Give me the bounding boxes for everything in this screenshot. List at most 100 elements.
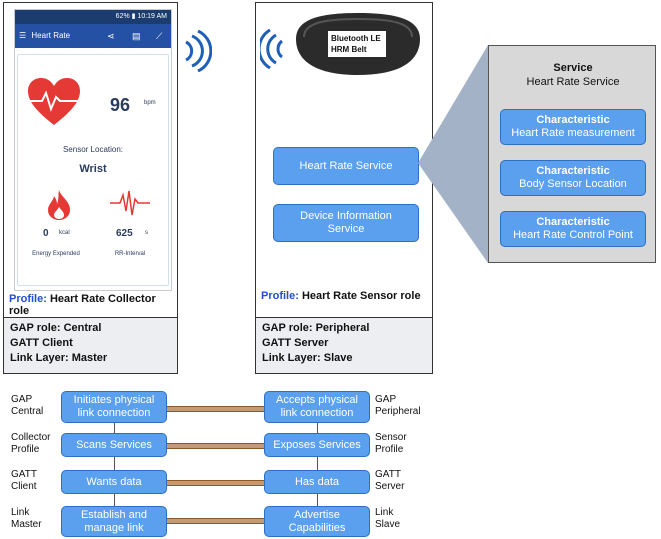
device-information-service-label: Device Information Service — [300, 210, 392, 235]
share-icon[interactable]: ⋖ — [107, 31, 115, 41]
heart-rate-card: 96 bpm Sensor Location: Wrist 0 kcal Ene… — [17, 54, 169, 286]
rr-label: RR-Interval — [114, 251, 146, 257]
profile-value: Heart Rate Collector role — [9, 293, 156, 317]
rr-value: 625 — [116, 228, 133, 239]
wireless-signal-icon — [185, 30, 212, 72]
exposes-services-box[interactable]: Exposes Services — [264, 433, 370, 457]
sensor-location-value: Wrist — [79, 163, 107, 175]
service-subtitle: Heart Rate Service — [526, 76, 620, 88]
collector-footer: GAP role: Central GATT Client Link Layer… — [3, 317, 178, 374]
box-label: Exposes Services — [273, 438, 361, 451]
profile-value: Heart Rate Sensor role — [301, 290, 421, 302]
collector-profile-label: Collector Profile — [11, 432, 50, 456]
has-data-box[interactable]: Has data — [264, 470, 370, 494]
phone-screenshot: 62% ▮ 10:19 AM ☰ Heart Rate ⋖ ▤ ⟋ 96 bpm… — [14, 9, 172, 291]
label-line: Collector — [11, 432, 51, 443]
label-line: Peripheral — [375, 406, 421, 417]
advertise-capabilities-box[interactable]: Advertise Capabilities — [264, 506, 370, 537]
establish-manage-link-box[interactable]: Establish and manage link — [61, 506, 167, 537]
energy-value: 0 — [43, 228, 49, 239]
box-label: Advertise Capabilities — [288, 508, 346, 534]
profile-key: Profile: — [9, 293, 47, 305]
gap-role: GAP role: Peripheral — [262, 322, 370, 334]
device-label: Bluetooth LE HRM Belt — [328, 31, 386, 57]
app-title: Heart Rate — [31, 31, 71, 40]
label-line: Server — [375, 481, 405, 492]
service-zoom-wedge — [418, 45, 488, 263]
profile-key: Profile: — [261, 290, 299, 302]
link-layer-role: Link Layer: Slave — [262, 352, 353, 364]
label-line: GAP — [11, 394, 33, 405]
device-information-service-box[interactable]: Device Information Service — [273, 204, 419, 242]
label-line: GATT — [11, 469, 37, 480]
sensor-profile: Profile: Heart Rate Sensor role — [261, 290, 421, 302]
service-title: Service — [553, 62, 593, 74]
label-line: Client — [11, 481, 37, 492]
heart-icon — [26, 78, 82, 125]
characteristic-heading: Characteristic — [536, 216, 610, 228]
box-label: Establish and manage link — [80, 508, 148, 534]
gap-role: GAP role: Central — [10, 322, 102, 334]
flame-icon — [48, 190, 70, 220]
energy-unit: kcal — [59, 230, 70, 236]
rr-wave-icon — [110, 190, 150, 216]
gatt-link-bar — [167, 480, 264, 486]
label-line: Profile — [11, 444, 40, 455]
graph-icon[interactable]: ⟋ — [156, 31, 163, 41]
gap-peripheral-label: GAP Peripheral — [375, 394, 421, 418]
characteristic-body-sensor-location[interactable]: Characteristic Body Sensor Location — [500, 160, 646, 196]
label-line: GATT — [375, 469, 401, 480]
characteristic-name: Body Sensor Location — [519, 178, 627, 190]
wants-data-box[interactable]: Wants data — [61, 470, 167, 494]
box-label: Has data — [294, 475, 340, 488]
gatt-client-label: GATT Client — [11, 469, 37, 493]
link-master-label: Link Master — [11, 507, 42, 531]
gap-central-label: GAP Central — [11, 394, 43, 418]
label-line: Link — [375, 507, 394, 518]
rr-unit: s — [145, 230, 148, 236]
box-label: Initiates physical link connection — [73, 394, 155, 419]
characteristic-heart-rate-measurement[interactable]: Characteristic Heart Rate measurement — [500, 109, 646, 145]
accepts-connection-box[interactable]: Accepts physical link connection — [264, 391, 370, 423]
label-line: Central — [11, 406, 44, 417]
sensor-footer: GAP role: Peripheral GATT Server Link La… — [255, 317, 433, 374]
initiates-connection-box[interactable]: Initiates physical link connection — [61, 391, 167, 423]
label-line: Slave — [375, 519, 401, 530]
phone-status-bar: 62% ▮ 10:19 AM — [15, 10, 171, 24]
link-slave-label: Link Slave — [375, 507, 400, 531]
device-label-line2: HRM Belt — [331, 45, 367, 54]
device-label-line1: Bluetooth LE — [331, 34, 381, 43]
heart-rate-value: 96 — [110, 95, 131, 115]
characteristic-heart-rate-control-point[interactable]: Characteristic Heart Rate Control Point — [500, 211, 646, 247]
app-bar: ☰ Heart Rate — [15, 24, 171, 48]
box-label: Accepts physical link connection — [276, 394, 358, 419]
heart-rate-service-box[interactable]: Heart Rate Service — [273, 147, 419, 185]
right-column-connector — [317, 420, 318, 508]
label-line: GAP — [375, 394, 397, 405]
link-layer-bar — [167, 518, 264, 524]
heart-rate-service-label: Heart Rate Service — [299, 159, 393, 172]
characteristic-heading: Characteristic — [536, 165, 610, 177]
bpm-unit: bpm — [144, 100, 156, 106]
energy-label: Energy Expended — [32, 251, 80, 257]
box-label: Wants data — [86, 475, 142, 488]
collector-profile: Profile: Heart Rate Collector role — [9, 293, 177, 317]
wireless-signal-icon — [260, 29, 284, 69]
log-icon[interactable]: ▤ — [132, 31, 141, 41]
label-line: Master — [11, 519, 42, 530]
collector-panel: 62% ▮ 10:19 AM ☰ Heart Rate ⋖ ▤ ⟋ 96 bpm… — [3, 2, 178, 318]
left-column-connector — [114, 420, 115, 508]
menu-icon[interactable]: ☰ — [19, 31, 27, 40]
service-detail-panel: Service Heart Rate Service Characteristi… — [488, 45, 656, 263]
characteristic-heading: Characteristic — [536, 114, 610, 126]
label-line: Sensor — [375, 432, 407, 443]
label-line: Link — [11, 507, 30, 518]
gatt-role: GATT Server — [262, 337, 329, 349]
sensor-location-label: Sensor Location: — [62, 145, 124, 154]
box-label: Scans Services — [76, 438, 152, 451]
label-line: Profile — [375, 444, 404, 455]
characteristic-name: Heart Rate measurement — [511, 127, 635, 139]
scans-services-box[interactable]: Scans Services — [61, 433, 167, 457]
sensor-profile-label: Sensor Profile — [375, 432, 407, 456]
gatt-server-label: GATT Server — [375, 469, 404, 493]
